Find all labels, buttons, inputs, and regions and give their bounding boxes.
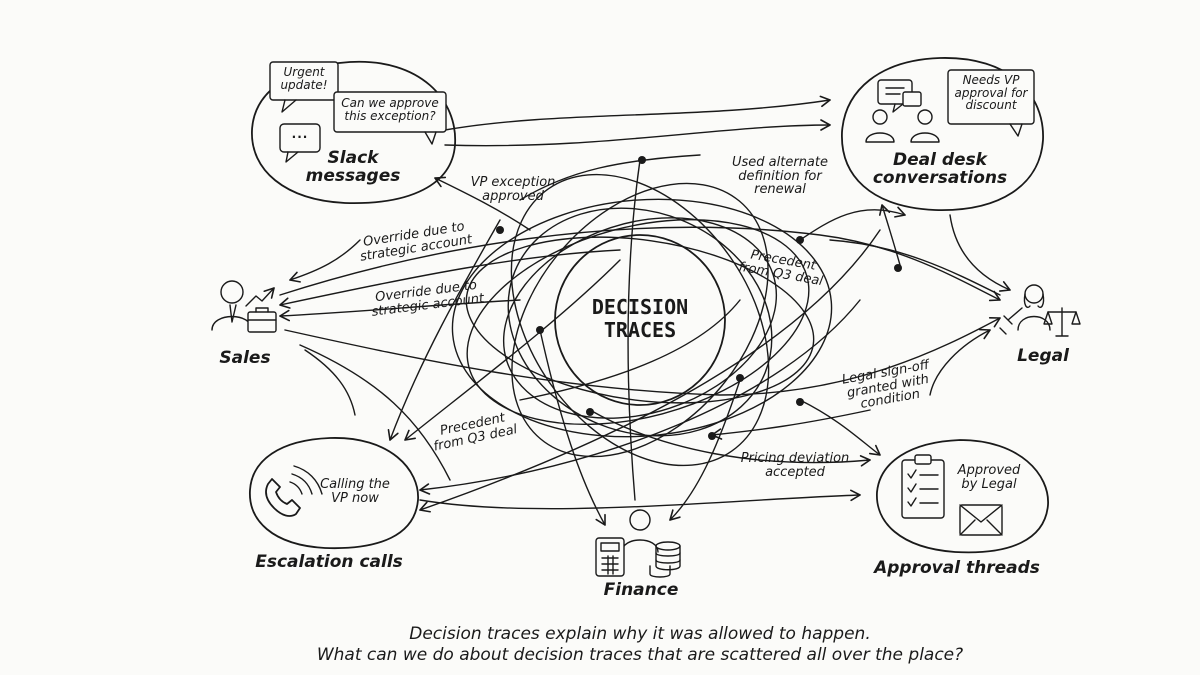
urgent-line2: update! (280, 77, 328, 92)
approved-line1: Approved (957, 463, 1021, 478)
legal-scales-icon (999, 284, 1081, 337)
deal-desk-people-icon (865, 69, 1035, 143)
sales-label: Sales (219, 348, 271, 368)
vp-approval-bubble: Needs VP approval for discount (950, 74, 1032, 112)
alt-definition-line3: renewal (754, 182, 806, 198)
caption: Decision traces explain why it was allow… (240, 624, 1040, 665)
slack-label-line1: Slack (327, 148, 379, 168)
approval-node-circle (876, 439, 1049, 554)
chat-bubble-icon (269, 61, 447, 163)
vp-exception-line1: VP exception (470, 175, 556, 190)
alt-definition-line1: Used alternate (732, 155, 828, 170)
phone-icon (265, 465, 323, 517)
approve-line1: Can we approve (341, 96, 439, 110)
calling-line2: VP now (331, 490, 379, 506)
approve-line2: this exception? (344, 108, 436, 123)
center-title-line2: TRACES (603, 318, 677, 342)
escalation-node-circle (249, 437, 419, 550)
connection-curves (279, 95, 1011, 526)
slack-label-line2: messages (305, 165, 401, 186)
deal-desk-label: Deal desk conversations (870, 150, 1010, 188)
approved-by-legal-text: Approved by Legal (950, 464, 1028, 491)
vp-approval-line3: discount (965, 98, 1017, 113)
caption-line2: What can we do about decision traces tha… (316, 644, 964, 665)
finance-calculator-coins-icon (595, 509, 681, 578)
pricing-line2: accepted (765, 464, 825, 480)
urgent-line1: Urgent (283, 65, 325, 79)
vp-exception-line2: approved (482, 188, 544, 204)
deal-desk-line1: Deal desk (893, 150, 987, 170)
deal-desk-line2: conversations (872, 167, 1008, 188)
urgent-update-bubble: Urgent update! (272, 66, 336, 91)
finance-label: Finance (603, 580, 679, 600)
calling-line1: Calling the (320, 477, 390, 492)
sales-person-chart-icon (211, 280, 277, 333)
slack-messages-label: Slack messages (298, 148, 408, 186)
caption-line1: Decision traces explain why it was allow… (409, 624, 871, 644)
typing-indicator: ... (291, 127, 309, 141)
edge-label-vp-exception: VP exception approved (458, 176, 568, 203)
clipboard-envelope-icon (901, 454, 1003, 536)
vp-approval-line2: approval for (954, 85, 1028, 100)
junction-dots (496, 156, 902, 440)
escalation-calls-label: Escalation calls (255, 552, 403, 572)
legal-label: Legal (1017, 346, 1069, 366)
calling-vp-text: Calling the VP now (312, 478, 398, 505)
edge-label-alternate-definition: Used alternate definition for renewal (722, 156, 838, 197)
center-title: DECISION TRACES (588, 296, 692, 342)
pricing-line1: Pricing deviation (740, 451, 850, 466)
approve-exception-bubble: Can we approve this exception? (336, 97, 444, 122)
center-title-line1: DECISION (591, 295, 689, 319)
approved-line2: by Legal (961, 476, 1017, 492)
edge-label-pricing-deviation: Pricing deviation accepted (730, 452, 860, 479)
approval-threads-label: Approval threads (874, 558, 1040, 578)
vp-approval-line1: Needs VP (962, 73, 1020, 87)
alt-definition-line2: definition for (738, 168, 822, 184)
